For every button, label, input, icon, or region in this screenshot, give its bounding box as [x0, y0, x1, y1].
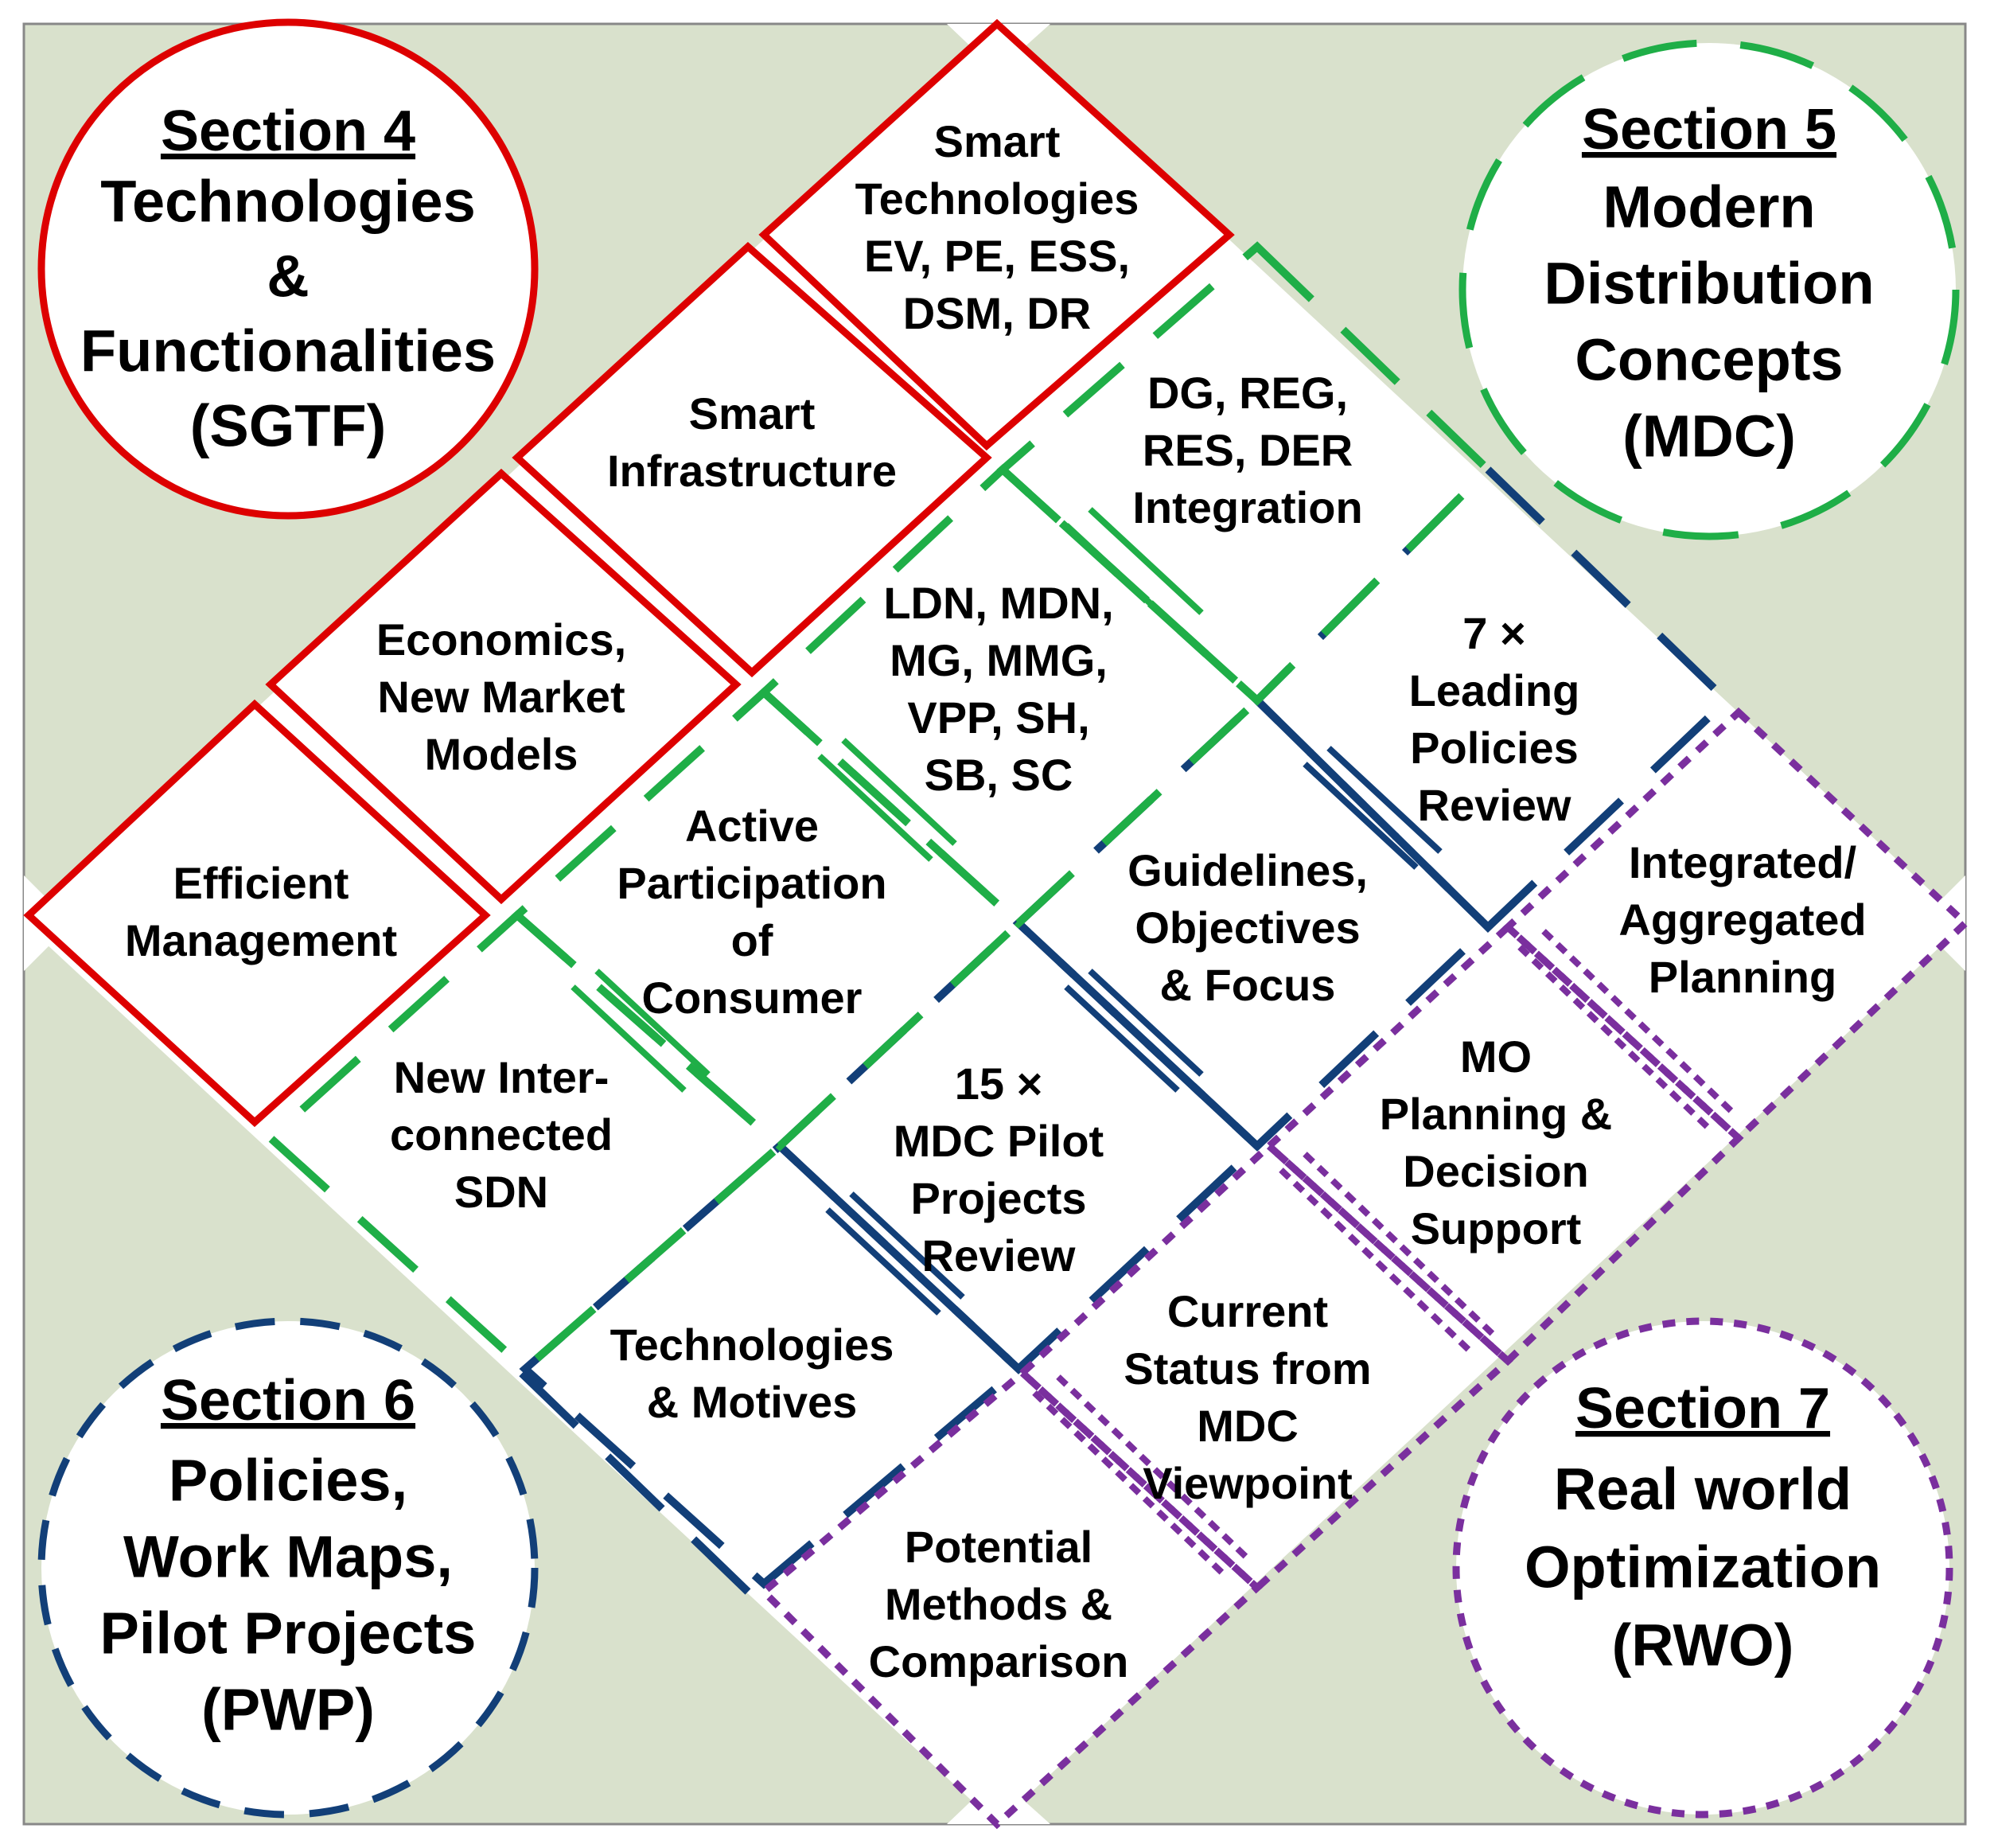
red-diamonds — [23, 18, 1235, 1128]
cell-g1-line-1: RES, DER — [1143, 425, 1353, 475]
cell-b4-line-0: Technologies — [610, 1320, 894, 1370]
cell-g3-line-1: Participation — [617, 858, 886, 908]
cell-p3-line-0: Current — [1167, 1286, 1328, 1336]
cell-g4-line-2: SDN — [454, 1167, 548, 1217]
cell-r2-line-0: Smart — [689, 388, 816, 439]
cell-p2-line-3: Support — [1411, 1203, 1582, 1253]
cell-b1-line-1: Leading — [1409, 665, 1580, 715]
cell-g2-line-2: VPP, SH, — [907, 692, 1089, 743]
purple-cell-p4 — [758, 1368, 1263, 1830]
cell-r4-line-0: Efficient — [173, 858, 349, 908]
purple-grid — [758, 707, 1971, 1830]
cell-g2-line-0: LDN, MDN, — [883, 578, 1113, 628]
section-s6-title: Section 6 — [161, 1369, 415, 1433]
red-cell-r3 — [265, 468, 742, 905]
cell-p2-line-0: MO — [1460, 1031, 1532, 1082]
cell-b2-line-2: & Focus — [1160, 960, 1336, 1010]
green-grid — [264, 241, 1494, 1374]
blue-cell-b2 — [1012, 695, 1494, 1152]
cell-p2-line-1: Planning & — [1380, 1089, 1612, 1139]
cell-b2-line-0: Guidelines, — [1127, 845, 1368, 895]
cell-p1-line-2: Planning — [1649, 952, 1836, 1002]
cell-p3-line-2: MDC — [1197, 1401, 1299, 1451]
cell-p2-line-2: Decision — [1403, 1146, 1588, 1196]
section-s5-line-3: (MDC) — [1622, 404, 1796, 470]
section-s4-line-1: & — [267, 244, 309, 310]
blue-cell-b4 — [519, 1140, 1025, 1589]
section-s7-title: Section 7 — [1575, 1377, 1830, 1441]
cell-g3-line-0: Active — [685, 801, 819, 851]
cell-g1-line-0: DG, REG, — [1147, 368, 1348, 418]
cell-p3-line-1: Status from — [1124, 1343, 1371, 1394]
blue-edge-outer — [514, 1366, 751, 1595]
cell-r4-line-1: Management — [125, 915, 397, 965]
cell-p1-line-0: Integrated/ — [1629, 837, 1857, 887]
gap-right — [1918, 875, 1965, 971]
cell-p3-line-3: Viewpoint — [1143, 1458, 1352, 1508]
cell-b3-line-1: MDC Pilot — [894, 1116, 1104, 1166]
red-cell-r1 — [758, 18, 1235, 451]
section-s4-line-2: Functionalities — [80, 318, 496, 384]
section-s4-line-0: Technologies — [100, 169, 475, 235]
cell-g4-line-1: connected — [390, 1109, 613, 1160]
cell-g4-line-0: New Inter- — [394, 1052, 609, 1102]
gap-bottom — [947, 1776, 1050, 1824]
cell-p4-line-1: Methods & — [885, 1579, 1112, 1629]
cell-g3-line-2: of — [731, 915, 773, 965]
cell-r1-line-1: Technologies — [855, 173, 1139, 224]
cell-b2-line-1: Objectives — [1135, 903, 1360, 953]
cell-r1-line-3: DSM, DR — [903, 288, 1091, 338]
cell-g2-line-3: SB, SC — [925, 750, 1073, 800]
section-s6-line-1: Work Maps, — [123, 1524, 453, 1590]
cell-p4-line-2: Comparison — [869, 1636, 1129, 1686]
cell-b3-line-0: 15 × — [955, 1059, 1043, 1109]
double-lines — [571, 507, 1737, 1578]
cell-b4-line-1: & Motives — [647, 1377, 858, 1427]
cell-p4-line-0: Potential — [905, 1522, 1092, 1572]
cell-r3-line-1: New Market — [377, 672, 625, 722]
cell-r3-line-0: Economics, — [376, 614, 626, 665]
section-s4-title: Section 4 — [161, 99, 415, 163]
cell-b1-line-0: 7 × — [1462, 608, 1525, 658]
blue-cell-b3 — [773, 918, 1264, 1374]
green-cell-g1 — [996, 241, 1494, 706]
green-cell-g3 — [511, 687, 1025, 1152]
section-s5-line-1: Distribution — [1544, 251, 1874, 317]
cell-b3-line-2: Projects — [911, 1173, 1087, 1223]
central-diamond — [24, 24, 1965, 1824]
cell-b3-line-3: Review — [922, 1230, 1076, 1281]
section-s6-line-2: Pilot Projects — [100, 1600, 477, 1667]
green-cell-g2 — [757, 464, 1264, 929]
cell-b1-line-2: Policies — [1410, 723, 1579, 773]
section-6-circle — [37, 1317, 539, 1819]
section-s7-line-1: Optimization — [1525, 1534, 1881, 1600]
cell-r1-line-2: EV, PE, ESS, — [864, 231, 1130, 281]
section-s5-title: Section 5 — [1582, 98, 1836, 162]
green-cell-g4 — [264, 910, 786, 1374]
section-5-circle — [1459, 39, 1960, 540]
cell-p1-line-1: Aggregated — [1618, 895, 1866, 945]
section-s6-line-0: Policies, — [169, 1448, 407, 1514]
section-4-circle — [37, 18, 539, 520]
cell-g2-line-1: MG, MMG, — [890, 635, 1108, 685]
section-s5-line-0: Modern — [1603, 174, 1815, 240]
section-s5-line-2: Concepts — [1575, 327, 1843, 393]
red-cell-r2 — [512, 241, 992, 678]
section-7-circle — [1452, 1317, 1953, 1819]
section-s6-line-3: (PWP) — [201, 1677, 375, 1743]
red-cell-r4 — [23, 699, 491, 1128]
section-s4-line-3: (SGTF) — [190, 393, 387, 459]
cell-g3-line-3: Consumer — [642, 973, 863, 1023]
section-s7-line-0: Real world — [1554, 1456, 1852, 1522]
cell-b1-line-3: Review — [1418, 780, 1571, 830]
cell-r1-line-0: Smart — [934, 116, 1061, 166]
cell-r3-line-2: Models — [425, 729, 578, 779]
cell-g1-line-2: Integration — [1132, 482, 1362, 532]
section-s7-line-2: (RWO) — [1612, 1612, 1794, 1678]
cell-r2-line-1: Infrastructure — [607, 446, 897, 496]
